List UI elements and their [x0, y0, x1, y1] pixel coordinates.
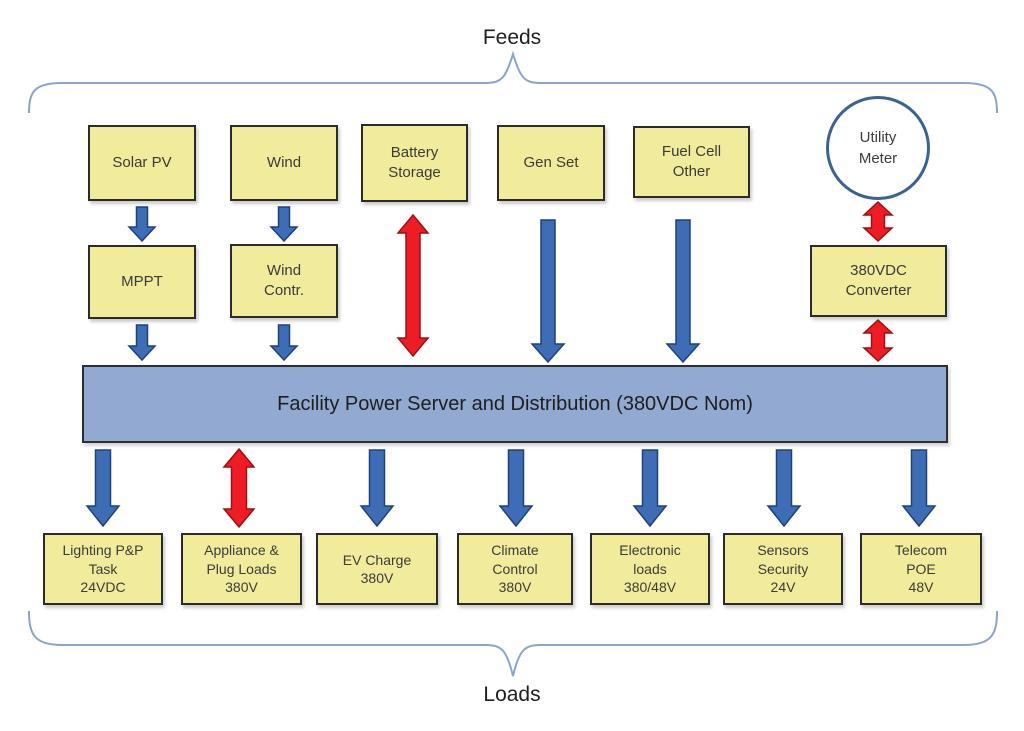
box-ev-charge-label: EV Charge 380V [342, 551, 412, 586]
feeds-brace [28, 50, 998, 114]
arrow-windcontr-to-bus [269, 324, 299, 362]
utility-meter-label: Utility Meter [858, 129, 898, 167]
box-solar-pv-label: Solar PV [112, 154, 172, 172]
box-climate-control: Climate Control 380V [457, 533, 573, 605]
box-battery-storage-label: Battery Storage [388, 144, 441, 181]
arrow-bus-to-telecom [901, 449, 937, 528]
box-gen-set: Gen Set [497, 125, 605, 201]
box-solar-pv: Solar PV [88, 125, 196, 201]
arrow-solar-to-mppt [127, 206, 157, 243]
loads-section-label: Loads [483, 683, 541, 706]
box-battery-storage: Battery Storage [361, 124, 468, 202]
box-mppt: MPPT [88, 245, 196, 319]
arrow-bus-to-climate [498, 449, 534, 528]
box-lighting: Lighting P&P Task 24VDC [43, 533, 163, 605]
box-sensors-security-label: Sensors Security 24V [757, 542, 809, 596]
box-electronic-loads: Electronic loads 380/48V [590, 533, 710, 605]
arrow-converter-bus-bidirectional [862, 318, 894, 363]
box-lighting-label: Lighting P&P Task 24VDC [62, 542, 144, 596]
feeds-section-label: Feeds [482, 26, 542, 49]
box-mppt-label: MPPT [121, 273, 163, 291]
arrow-meter-converter-bidirectional [862, 200, 894, 243]
box-electronic-loads-label: Electronic loads 380/48V [619, 542, 681, 596]
facility-power-bus-label: Facility Power Server and Distribution (… [277, 392, 753, 415]
arrow-bus-appliance-bidirectional [222, 447, 256, 529]
loads-brace [28, 610, 998, 677]
arrow-wind-to-windcontr [269, 206, 299, 243]
arrow-bus-to-lighting [85, 449, 121, 528]
arrow-bus-to-electronic [632, 449, 668, 528]
box-climate-control-label: Climate Control 380V [491, 542, 539, 596]
utility-meter-circle: Utility Meter [826, 96, 930, 200]
box-wind-contr: Wind Contr. [230, 244, 338, 318]
arrow-fuelcell-to-bus [665, 219, 701, 364]
arrow-bus-to-evcharge [359, 449, 395, 528]
box-sensors-security: Sensors Security 24V [723, 533, 843, 605]
box-ev-charge: EV Charge 380V [316, 533, 438, 605]
box-fuel-cell-other: Fuel Cell Other [633, 126, 750, 198]
arrow-bus-to-sensors [766, 449, 802, 528]
arrow-genset-to-bus [530, 219, 566, 364]
box-appliance-plug-loads-label: Appliance & Plug Loads 380V [204, 542, 279, 596]
box-telecom-poe-label: Telecom POE 48V [894, 542, 948, 596]
box-gen-set-label: Gen Set [523, 154, 579, 172]
arrow-mppt-to-bus [127, 324, 157, 362]
box-wind: Wind [230, 125, 338, 201]
box-380vdc-converter-label: 380VDC Converter [845, 262, 912, 299]
box-wind-label: Wind [266, 154, 302, 172]
arrow-battery-bus-bidirectional [396, 213, 430, 358]
box-appliance-plug-loads: Appliance & Plug Loads 380V [181, 533, 302, 605]
box-wind-contr-label: Wind Contr. [263, 262, 305, 299]
box-fuel-cell-other-label: Fuel Cell Other [661, 143, 722, 180]
box-380vdc-converter: 380VDC Converter [810, 245, 947, 317]
box-telecom-poe: Telecom POE 48V [860, 533, 982, 605]
facility-power-bus: Facility Power Server and Distribution (… [82, 365, 948, 443]
